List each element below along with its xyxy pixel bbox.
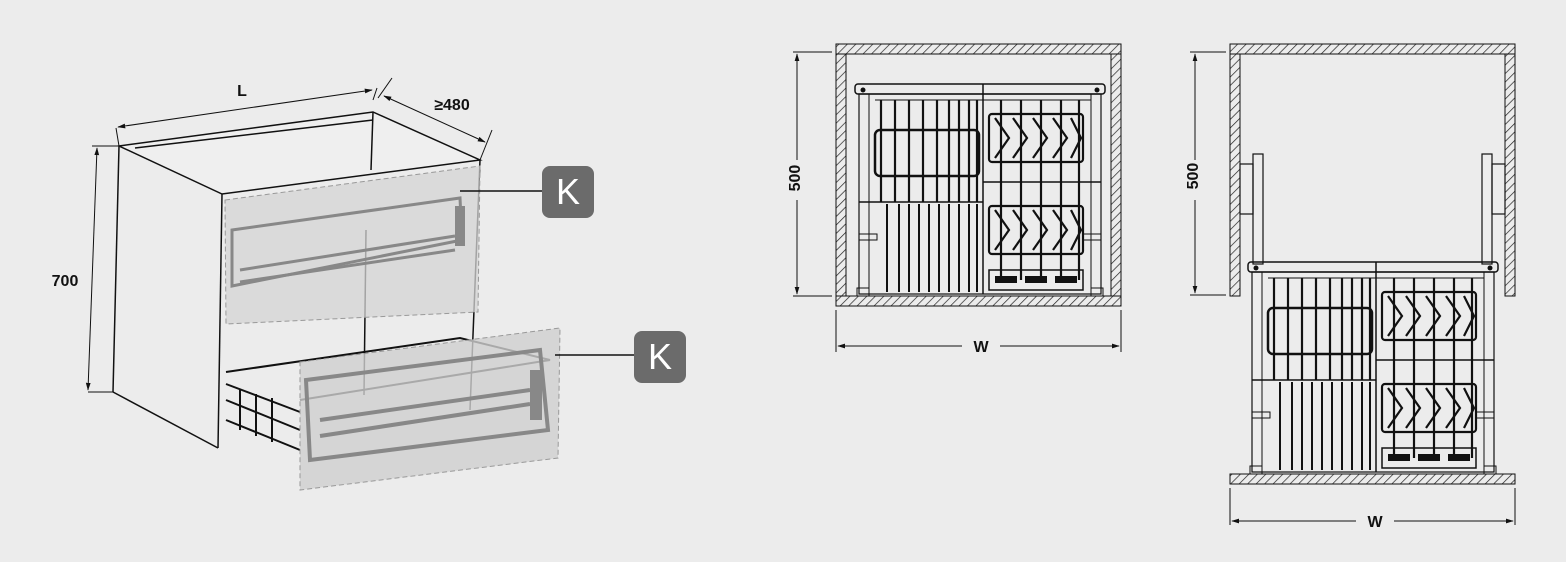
upper-drawer-front-panel [224, 165, 481, 325]
lower-drawer-front-panel [299, 327, 561, 491]
callout-k-upper: K [542, 166, 594, 218]
open-height-dimension-label: 500 [1185, 163, 1202, 190]
length-dimension-label: L [237, 83, 247, 100]
front-view-open: 500 W [1185, 43, 1516, 531]
open-width-dimension-label: W [1367, 514, 1383, 531]
isometric-cabinet-view: L ≥480 700 [52, 77, 634, 491]
front-view-closed: 500 W [787, 43, 1122, 356]
closed-height-dimension-label: 500 [787, 165, 804, 192]
height-dimension-label: 700 [52, 273, 79, 290]
depth-dimension-label: ≥480 [434, 97, 470, 114]
closed-width-dimension-label: W [973, 339, 989, 356]
callout-k-lower: K [634, 331, 686, 383]
